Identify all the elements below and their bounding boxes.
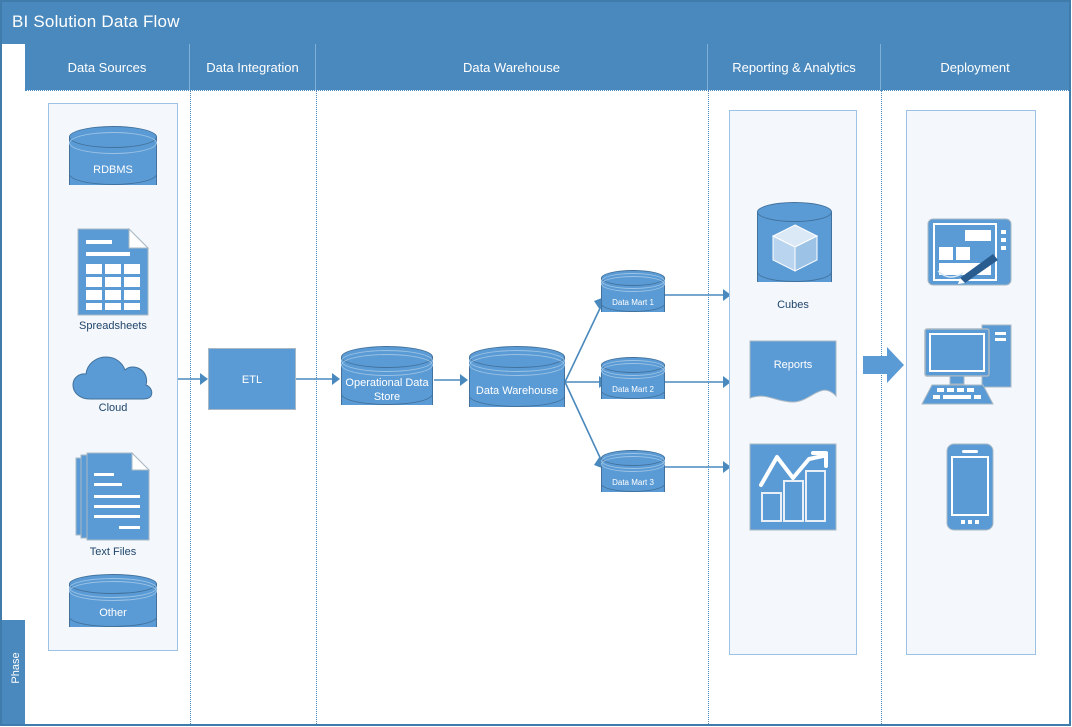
- shape-tablet[interactable]: [927, 218, 1012, 286]
- lane-header-reporting-analytics: Reporting & Analytics: [708, 44, 881, 90]
- lane-top-divider: [25, 90, 1069, 91]
- lane-divider-2: [316, 90, 317, 724]
- tablet-stylus-icon: [927, 218, 1012, 286]
- connector-mart1-to-cubes: [665, 289, 731, 301]
- shape-label-text-files: Text Files: [89, 546, 137, 558]
- shape-desktop[interactable]: [919, 320, 1025, 408]
- page-title: BI Solution Data Flow: [12, 12, 180, 31]
- lane-header-label: Deployment: [940, 59, 1010, 75]
- report-document-icon: [749, 340, 837, 403]
- lane-divider-3: [708, 90, 709, 724]
- diagram-title-bar: BI Solution Data Flow: [2, 2, 1069, 44]
- cloud-icon: [72, 356, 153, 400]
- right-block-arrow-icon: [863, 347, 904, 383]
- connector-sources-to-etl: [178, 373, 208, 385]
- desktop-computer-icon: [921, 324, 1012, 405]
- connector-mart3-to-dashboard: [665, 461, 731, 473]
- connector-mart2-to-reports: [665, 376, 731, 388]
- shape-spreadsheets[interactable]: [77, 228, 149, 316]
- lane-header-label: Data Integration: [206, 59, 299, 75]
- dashboard-chart-icon: [749, 443, 837, 531]
- shape-reports[interactable]: Reports: [749, 340, 837, 410]
- lane-header-label: Data Warehouse: [462, 59, 561, 75]
- text-files-stack-icon: [75, 452, 151, 541]
- lane-header-row: Data Sources Data Integration Data Wareh…: [25, 44, 1069, 90]
- shape-mobile[interactable]: [946, 443, 994, 531]
- lane-header-deployment: Deployment: [881, 44, 1069, 90]
- shape-text-files[interactable]: [75, 452, 151, 542]
- phase-label-box: Phase: [2, 620, 25, 724]
- shape-data-mart-3[interactable]: Data Mart 3: [601, 450, 665, 500]
- shape-label-etl: ETL: [241, 374, 263, 386]
- lane-divider-4: [881, 90, 882, 724]
- deployment-panel: [906, 110, 1036, 655]
- connector-ods-to-dw: [434, 374, 468, 386]
- shape-etl[interactable]: ETL: [208, 348, 296, 410]
- shape-other[interactable]: Other: [69, 574, 157, 637]
- lane-body: [25, 90, 1069, 724]
- shape-dashboard-chart[interactable]: [749, 443, 837, 531]
- lane-header-label: Reporting & Analytics: [732, 59, 856, 75]
- cube-in-cylinder-icon: [771, 224, 819, 272]
- shape-data-mart-1[interactable]: Data Mart 1: [601, 270, 665, 320]
- spreadsheet-document-icon: [77, 228, 149, 316]
- shape-label-cubes: Cubes: [777, 299, 809, 311]
- cube-icon: [771, 224, 819, 274]
- lane-header-data-warehouse: Data Warehouse: [316, 44, 708, 90]
- connector-reporting-to-deployment: [863, 347, 905, 383]
- shape-cloud[interactable]: [72, 353, 154, 400]
- shape-rdbms[interactable]: RDBMS: [69, 126, 157, 196]
- shape-data-mart-2[interactable]: Data Mart 2: [601, 357, 665, 407]
- lane-header-data-sources: Data Sources: [25, 44, 190, 90]
- lane-header-label: Data Sources: [67, 59, 147, 75]
- lane-divider-1: [190, 90, 191, 724]
- mobile-phone-icon: [946, 443, 994, 531]
- shape-data-warehouse[interactable]: Data Warehouse: [469, 346, 565, 418]
- shape-label-cloud: Cloud: [98, 402, 128, 414]
- phase-label-text: Phase: [10, 652, 22, 684]
- connector-etl-to-ods: [296, 373, 340, 385]
- shape-operational-data-store[interactable]: Operational Data Store: [341, 346, 433, 416]
- lane-header-data-integration: Data Integration: [190, 44, 316, 90]
- shape-label-spreadsheets: Spreadsheets: [79, 320, 147, 332]
- phase-band: [2, 44, 25, 724]
